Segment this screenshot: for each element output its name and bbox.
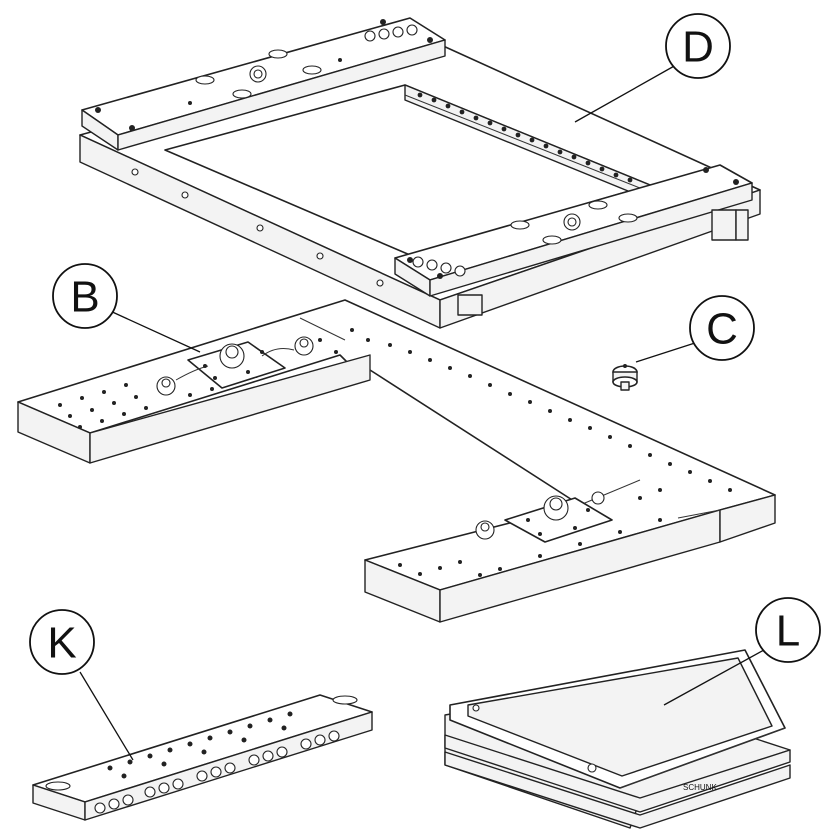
callout-l-letter: L <box>776 607 800 656</box>
callout-c-circle <box>689 295 755 361</box>
rail-top-holes <box>107 711 293 779</box>
left-cross-plate-side <box>117 39 446 151</box>
part-l-pallet-tray: SCHUNK <box>444 649 791 829</box>
brand-mark: SCHUNK <box>683 783 717 792</box>
left-plate-features <box>95 19 433 131</box>
callout-d: D <box>574 13 731 123</box>
part-k-clamping-rail <box>32 694 373 821</box>
callout-c-letter: C <box>706 305 738 354</box>
callout-k-circle <box>29 609 95 675</box>
part-c-clamping-pin <box>612 364 638 391</box>
callout-b-circle <box>52 263 118 329</box>
clamp-module-lower <box>475 491 613 543</box>
callout-b-leader <box>107 309 201 353</box>
callout-d-circle <box>665 13 731 79</box>
base-plate-right-end <box>719 494 776 543</box>
rail-slot <box>45 781 71 791</box>
callout-k: K <box>29 609 134 761</box>
right-cross-plate-side <box>429 182 753 297</box>
frame-foot <box>735 209 749 241</box>
callout-k-leader <box>79 671 134 761</box>
rail-block-holes <box>94 730 340 814</box>
tray-stack-layer <box>444 751 791 829</box>
callout-b-letter: B <box>70 273 99 322</box>
rail-slot <box>332 695 358 705</box>
frame-foot <box>711 209 737 241</box>
rail-top <box>32 694 373 803</box>
rail-holes <box>417 92 633 183</box>
callout-k-letter: K <box>47 619 76 668</box>
tray-stack-layer <box>444 734 791 813</box>
callout-d-letter: D <box>682 23 714 72</box>
frame-foot <box>457 294 483 316</box>
base-plate-holes <box>58 328 732 577</box>
callout-d-leader <box>574 64 677 123</box>
callout-b: B <box>52 263 201 353</box>
frame-side-holes <box>131 168 384 287</box>
callout-l-circle <box>755 597 821 663</box>
clamp-module-upper <box>156 336 314 396</box>
callout-c: C <box>635 295 755 363</box>
part-d-pallet-frame <box>79 17 761 329</box>
callout-l: L <box>663 597 821 706</box>
part-b-base-plate <box>17 299 776 623</box>
callout-l-leader <box>663 649 765 706</box>
right-plate-features <box>407 167 739 279</box>
callout-c-leader <box>635 341 699 363</box>
